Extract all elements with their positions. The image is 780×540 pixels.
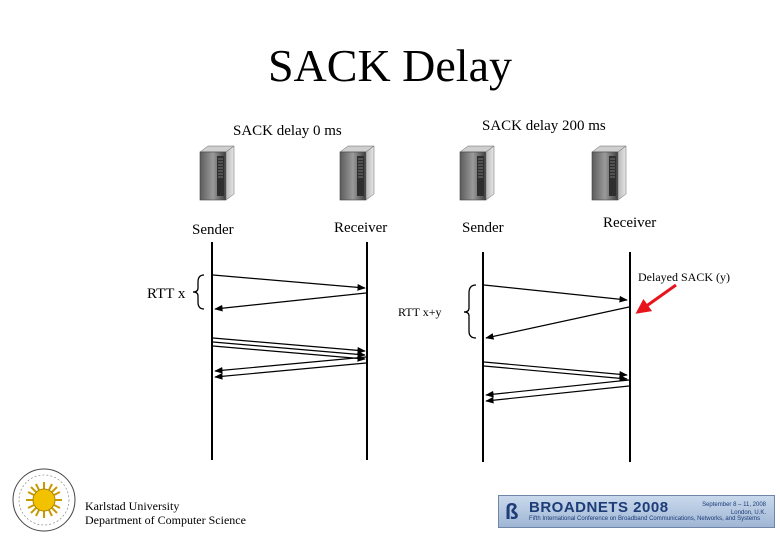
rtt-right-label: RTT x+y [398,305,442,319]
data-segment-arrow [212,337,366,354]
banner-subtitle: Fifth International Conference on Broadb… [529,516,761,522]
footer-affiliation: Karlstad University Department of Comput… [85,499,246,527]
server-icon [591,145,627,201]
broadnets-glyph-icon: ß [505,499,519,524]
ack-arrow [485,385,630,404]
data-segment-arrow [483,365,628,382]
left-receiver-label: Receiver [334,220,388,236]
university-name: Karlstad University [85,499,180,513]
banner-place-line: London, U.K. [730,510,766,516]
ack-arrow [485,379,630,398]
delayed-sack-pointer-arrow [635,283,677,314]
data-segment-arrow [212,345,366,362]
delayed-ack-arrow [485,306,630,340]
left-messages [212,274,367,380]
left-scenario-header: SACK delay 0 ms [233,123,342,139]
slide-title: SACK Delay [267,40,513,91]
right-receiver-label: Receiver [603,215,657,231]
department-name: Department of Computer Science [85,513,246,527]
rtt-right-brace [463,284,477,339]
right-messages [483,284,630,404]
data-segment-arrow [483,361,628,378]
university-seal-logo [12,468,76,532]
rtt-left-label: RTT x [147,286,186,302]
server-icon [459,145,495,201]
ack-arrow [214,362,367,380]
server-icon [339,145,375,201]
ack-arrow [214,356,367,374]
left-sender-label: Sender [192,222,234,238]
rtt-left-brace [192,274,205,310]
ack-arrow [214,292,367,312]
right-scenario-header: SACK delay 200 ms [482,118,606,134]
banner-date: September 8 – 11, 2008 London, U.K. [702,501,766,517]
banner-title: BROADNETS 2008 [529,499,669,516]
delayed-sack-label: Delayed SACK (y) [638,270,730,284]
data-segment-arrow [212,341,366,358]
server-icon [199,145,235,201]
broadnets-banner-logo: ß BROADNETS 2008 Fifth International Con… [498,495,775,528]
banner-date-line: September 8 – 11, 2008 [702,502,766,508]
right-sender-label: Sender [462,220,504,236]
data-segment-arrow [483,284,628,303]
data-segment-arrow [212,274,366,291]
